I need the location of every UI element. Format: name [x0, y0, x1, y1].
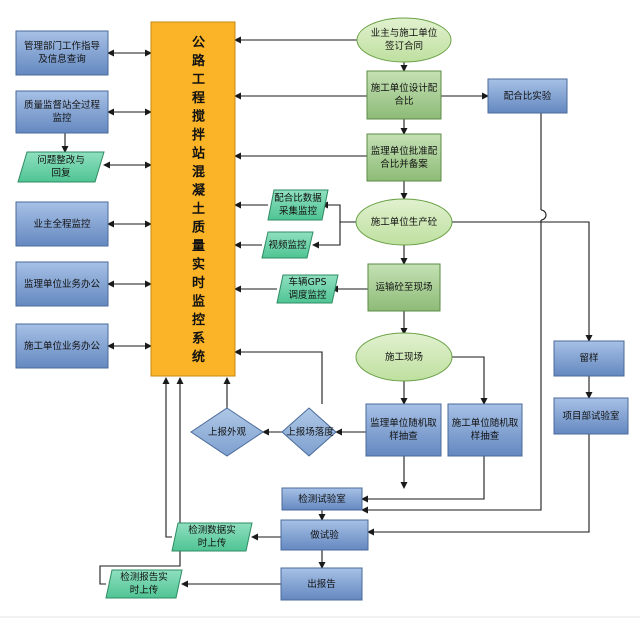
supervisor-office-label: 监理单位业务办公: [23, 278, 100, 290]
design-mix-box[interactable]: [366, 70, 442, 120]
site-ellipse[interactable]: [355, 332, 453, 382]
approve-mix-label: 监理单位批准配 合比并备案: [370, 145, 438, 170]
supervisor-sampling-label: 监理单位随机取 样抽查: [370, 418, 437, 442]
test-lab-label: 检测试验室: [298, 493, 346, 505]
approve-mix-box[interactable]: [366, 133, 442, 182]
gps-label: 车辆GPS 调度监控: [288, 277, 327, 301]
mix-test-box[interactable]: [487, 78, 568, 114]
conn-mixtest-hop: [540, 209, 547, 221]
conn-production-video: [312, 222, 341, 249]
production-ellipse[interactable]: [355, 198, 453, 246]
owner-monitor-label: 业主全程监控: [33, 218, 91, 230]
contract-ellipse[interactable]: [356, 17, 452, 63]
transport-box[interactable]: [367, 263, 441, 312]
upload-report-para[interactable]: [105, 569, 183, 599]
upload-data-label: 检测数据实 时上传: [188, 525, 236, 549]
builder-sampling-label: 施工单位随机取 样抽查: [451, 418, 519, 442]
mix-collect-label: 配合比数据 采集监控: [274, 193, 322, 217]
video-para[interactable]: [261, 231, 314, 259]
supervisor-office-box[interactable]: [15, 261, 109, 307]
connectors: [61, 36, 593, 588]
issue-para[interactable]: [17, 151, 105, 183]
upload-report-label: 检测报告实 时上传: [120, 572, 168, 596]
supervisor-sampling-box[interactable]: [365, 403, 442, 457]
mix-collect-para[interactable]: [267, 189, 329, 221]
conn-production-sample: [452, 221, 593, 342]
report-field-diamond[interactable]: [281, 407, 337, 457]
mgmt-label: 管理部门工作指导 及信息查询: [23, 41, 100, 65]
shapes: [15, 17, 629, 601]
sample-label: 留样: [579, 353, 599, 364]
production-label: 施工单位生产砼: [370, 216, 438, 228]
conn-buildsampling-testlab: [361, 456, 485, 503]
mix-test-label: 配合比实验: [503, 90, 552, 102]
upload-data-para[interactable]: [171, 522, 253, 552]
conn-mixtest-testlab: [361, 220, 542, 514]
conn-uploadreport-central: [99, 377, 184, 585]
report-field-label: 上报场落度: [286, 426, 334, 438]
conn-production-mixcollect: [321, 201, 356, 223]
central-system-label: 公路工程搅拌站混凝土质量实时监控系统: [189, 34, 204, 368]
issue-label: 问题整改与 回复: [37, 155, 85, 179]
central-system-box[interactable]: [150, 21, 236, 377]
conn-projectlab-dotest: [367, 434, 590, 536]
project-lab-label: 项目部试验室: [562, 410, 620, 422]
gps-para[interactable]: [276, 274, 339, 304]
builder-office-box[interactable]: [15, 323, 109, 369]
builder-office-label: 施工单位业务办公: [23, 340, 100, 352]
design-mix-label: 施工单位设计配 合比: [370, 83, 438, 107]
do-test-label: 做试验: [310, 529, 339, 541]
owner-monitor-box[interactable]: [15, 201, 109, 247]
video-label: 视频监控: [268, 239, 307, 251]
site-label: 施工现场: [384, 351, 423, 363]
conn-field-central: [234, 348, 323, 404]
contract-label: 业主与施工单位 签订合同: [370, 28, 438, 52]
conn-site-buildsampling: [452, 356, 488, 405]
conn-upload-central: [162, 377, 172, 538]
mgmt-box[interactable]: [15, 30, 109, 76]
project-lab-box[interactable]: [553, 397, 629, 435]
quality-box[interactable]: [15, 90, 109, 134]
test-lab-box[interactable]: [281, 487, 363, 511]
issue-report-label: 出报告: [307, 578, 336, 590]
report-appearance-label: 上报外观: [207, 426, 246, 438]
transport-label: 运输砼至现场: [375, 282, 433, 293]
do-test-box[interactable]: [280, 519, 369, 551]
report-appearance-diamond[interactable]: [190, 407, 264, 457]
sample-box[interactable]: [553, 340, 625, 377]
quality-label: 质量监督站全过程 监控: [23, 100, 100, 124]
builder-sampling-box[interactable]: [447, 403, 523, 457]
issue-report-box[interactable]: [280, 567, 363, 601]
